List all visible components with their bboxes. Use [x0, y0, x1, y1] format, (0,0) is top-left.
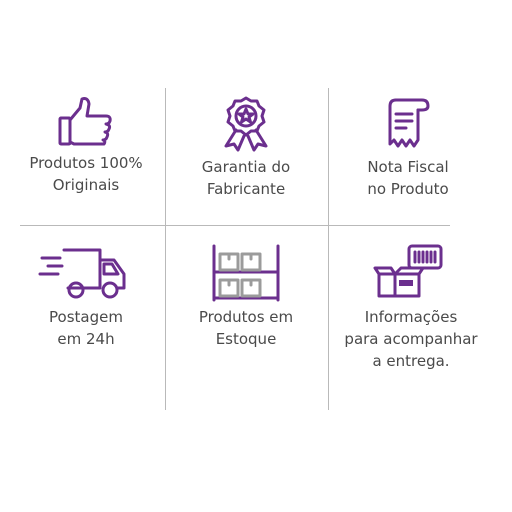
features-grid	[0, 88, 512, 410]
feature-label: Postagem em 24h	[49, 308, 123, 348]
feature-in-stock: Produtos em Estoque	[166, 244, 326, 350]
feature-shipping-24h: Postagem em 24h	[6, 244, 166, 350]
feature-label: Produtos 100% Originais	[29, 154, 143, 194]
feature-invoice: Nota Fiscal no Produto	[328, 96, 488, 200]
feature-label: Informações para acompanhar a entrega.	[344, 308, 478, 370]
award-ribbon-icon	[224, 96, 268, 152]
receipt-icon	[388, 98, 430, 148]
feature-tracking-info: Informações para acompanhar a entrega.	[331, 240, 491, 372]
feature-label: Produtos em Estoque	[198, 308, 294, 348]
feature-manufacturer-warranty: Garantia do Fabricante	[166, 96, 326, 200]
thumbs-up-icon	[58, 97, 112, 146]
package-barcode-icon	[373, 244, 443, 298]
feature-label: Garantia do Fabricante	[201, 158, 291, 198]
divider-horizontal	[20, 225, 450, 226]
divider-vertical-1	[165, 88, 166, 410]
delivery-truck-icon	[38, 248, 126, 299]
feature-original-products: Produtos 100% Originais	[6, 96, 166, 196]
feature-label: Nota Fiscal no Produto	[367, 158, 449, 198]
warehouse-shelf-icon	[212, 244, 280, 302]
divider-vertical-2	[328, 88, 329, 410]
